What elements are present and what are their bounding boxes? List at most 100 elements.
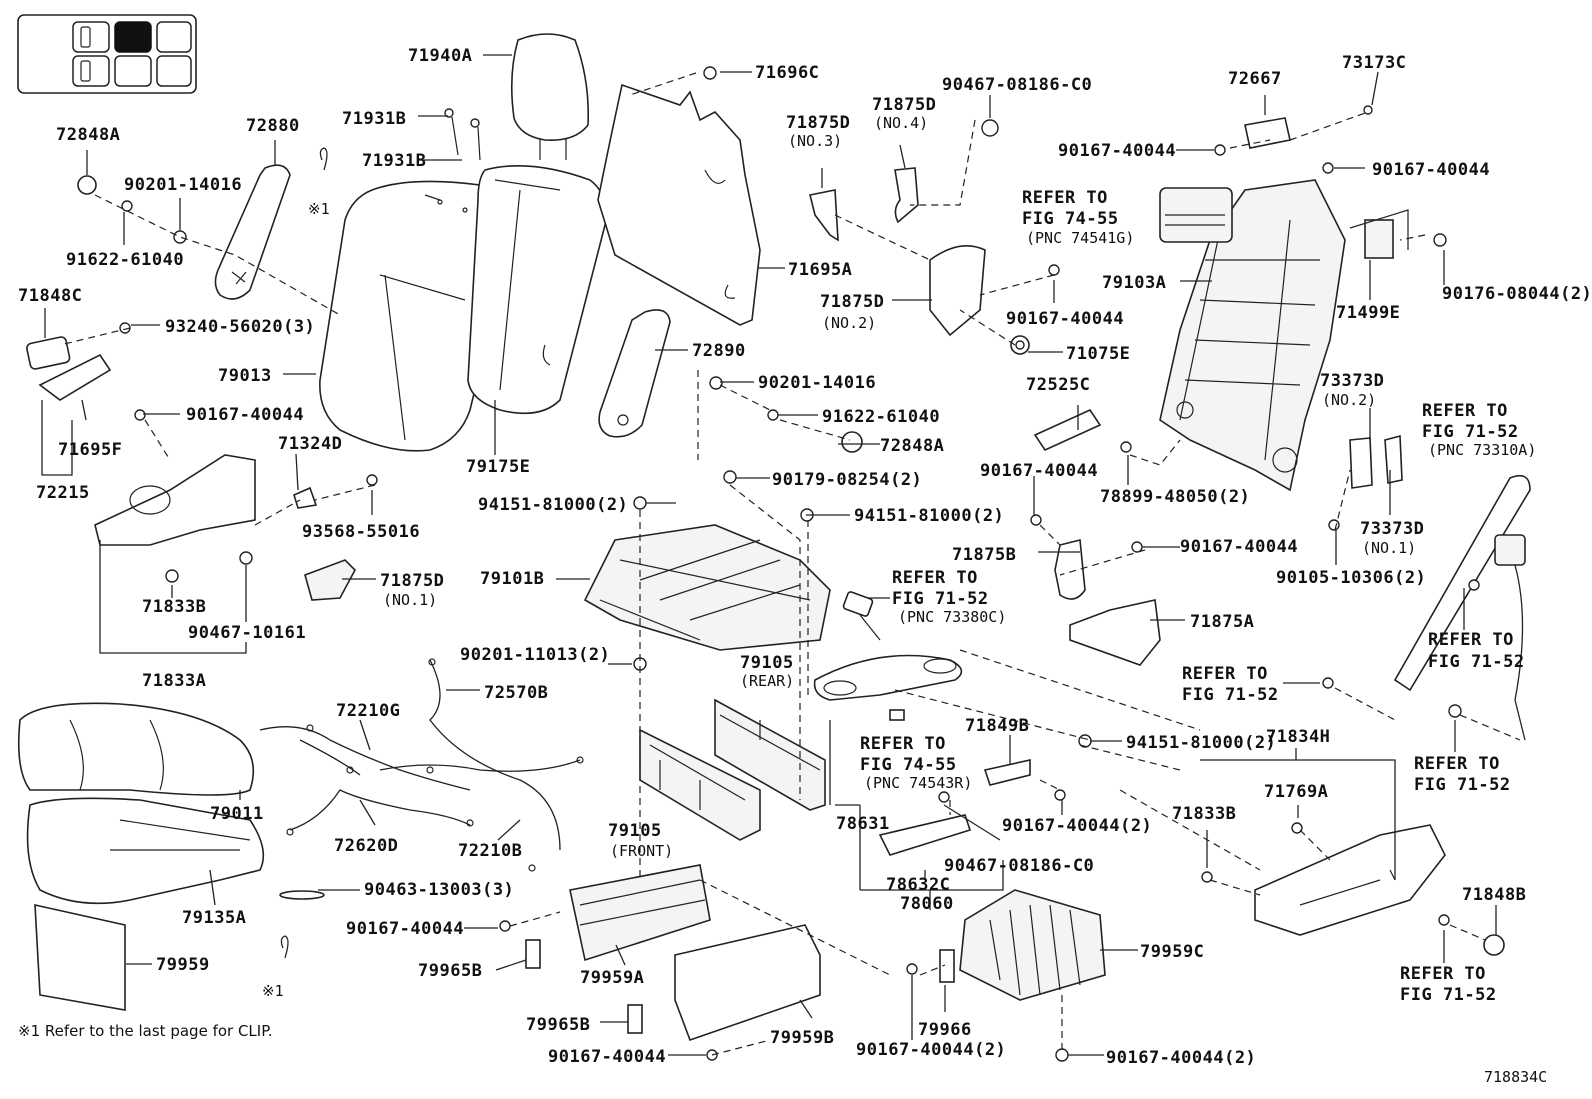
label-72570B[interactable]: 72570B bbox=[484, 683, 548, 703]
label-71075E[interactable]: 71075E bbox=[1066, 344, 1130, 364]
bracket-71875B-drawing[interactable] bbox=[1054, 538, 1086, 600]
label-79959[interactable]: 79959 bbox=[156, 955, 210, 975]
label-78632C[interactable]: 78632C bbox=[886, 875, 950, 895]
label-90467-10161[interactable]: 90467-10161 bbox=[188, 623, 306, 643]
label-73373D-no1[interactable]: 73373D bbox=[1360, 519, 1424, 539]
label-90167-40044-f[interactable]: 90167-40044 bbox=[1180, 537, 1298, 557]
lever-handle-drawing[interactable] bbox=[26, 336, 112, 401]
label-93568-55016[interactable]: 93568-55016 bbox=[302, 522, 420, 542]
label-79135A[interactable]: 79135A bbox=[182, 908, 246, 928]
label-90179-08254[interactable]: 90179-08254(2) bbox=[772, 470, 922, 490]
ref-7152-c-line2[interactable]: FIG 71-52 bbox=[1414, 775, 1511, 795]
label-90167-40044-e[interactable]: 90167-40044 bbox=[980, 461, 1098, 481]
label-90201-14016-mid[interactable]: 90201-14016 bbox=[758, 373, 876, 393]
headrest-drawing[interactable] bbox=[510, 33, 590, 160]
label-91622-61040-left[interactable]: 91622-61040 bbox=[66, 250, 184, 270]
label-72525C[interactable]: 72525C bbox=[1026, 375, 1090, 395]
label-71695A[interactable]: 71695A bbox=[788, 260, 852, 280]
label-72848A-left[interactable]: 72848A bbox=[56, 125, 120, 145]
seatback-frame-drawing[interactable] bbox=[1159, 179, 1346, 492]
label-79966[interactable]: 79966 bbox=[918, 1020, 972, 1040]
label-90167-40044-d[interactable]: 90167-40044 bbox=[186, 405, 304, 425]
label-71848C[interactable]: 71848C bbox=[18, 286, 82, 306]
armrest-left-drawing[interactable] bbox=[214, 164, 291, 300]
bracket-71875D-no2-drawing[interactable] bbox=[929, 244, 986, 337]
label-93240-56020[interactable]: 93240-56020(3) bbox=[165, 317, 315, 337]
label-71696C[interactable]: 71696C bbox=[755, 63, 819, 83]
ref-73310A-line2[interactable]: FIG 71-52 bbox=[1422, 422, 1519, 442]
label-79105-front[interactable]: 79105 bbox=[608, 821, 662, 841]
label-73173C[interactable]: 73173C bbox=[1342, 53, 1406, 73]
side-shield-right-drawing[interactable] bbox=[1254, 824, 1446, 936]
bracket-71875D-no4-drawing[interactable] bbox=[894, 167, 919, 224]
label-78899-48050[interactable]: 78899-48050(2) bbox=[1100, 487, 1250, 507]
label-71931B-a[interactable]: 71931B bbox=[342, 109, 406, 129]
label-79101B[interactable]: 79101B bbox=[480, 569, 544, 589]
ref-74541G-line2[interactable]: FIG 74-55 bbox=[1022, 209, 1119, 229]
label-79013[interactable]: 79013 bbox=[218, 366, 272, 386]
label-90167-40044-2-a[interactable]: 90167-40044(2) bbox=[1002, 816, 1152, 836]
label-79959A[interactable]: 79959A bbox=[580, 968, 644, 988]
seatback-cover-drawing[interactable] bbox=[319, 180, 516, 452]
label-90167-40044-a[interactable]: 90167-40044 bbox=[1058, 141, 1176, 161]
label-90167-40044-b[interactable]: 90167-40044 bbox=[1372, 160, 1490, 180]
label-72880[interactable]: 72880 bbox=[246, 116, 300, 136]
seat-track-front-drawing[interactable] bbox=[639, 728, 761, 841]
label-71931B-b[interactable]: 71931B bbox=[362, 151, 426, 171]
label-71875D-no1[interactable]: 71875D bbox=[380, 571, 444, 591]
label-71833A[interactable]: 71833A bbox=[142, 671, 206, 691]
label-90467-08186-C0-mid[interactable]: 90467-08186-C0 bbox=[944, 856, 1094, 876]
label-72210G[interactable]: 72210G bbox=[336, 701, 400, 721]
label-94151-81000-a[interactable]: 94151-81000(2) bbox=[478, 495, 628, 515]
label-73373D-no2[interactable]: 73373D bbox=[1320, 371, 1384, 391]
seat-cushion-pad-drawing[interactable] bbox=[26, 797, 265, 905]
label-72215[interactable]: 72215 bbox=[36, 483, 90, 503]
label-90167-40044-h[interactable]: 90167-40044 bbox=[548, 1047, 666, 1067]
bracket-71875A-drawing[interactable] bbox=[1069, 599, 1161, 666]
label-71875A[interactable]: 71875A bbox=[1190, 612, 1254, 632]
label-72890[interactable]: 72890 bbox=[692, 341, 746, 361]
label-72667[interactable]: 72667 bbox=[1228, 69, 1282, 89]
armrest-right-drawing[interactable] bbox=[598, 309, 671, 438]
wiring-harness-drawing[interactable] bbox=[259, 658, 584, 872]
side-shield-left-drawing[interactable] bbox=[94, 454, 256, 546]
label-94151-81000-b[interactable]: 94151-81000(2) bbox=[854, 506, 1004, 526]
label-90176-08044[interactable]: 90176-08044(2) bbox=[1442, 284, 1592, 304]
label-79175E[interactable]: 79175E bbox=[466, 457, 530, 477]
label-71875D-no2[interactable]: 71875D bbox=[820, 292, 884, 312]
ref-7152-d-line2[interactable]: FIG 71-52 bbox=[1400, 985, 1497, 1005]
nav-cell-front-right[interactable] bbox=[156, 21, 192, 53]
label-71875B[interactable]: 71875B bbox=[952, 545, 1016, 565]
nav-cell-rear-right[interactable] bbox=[156, 55, 192, 87]
label-71324D[interactable]: 71324D bbox=[278, 434, 342, 454]
label-79959B[interactable]: 79959B bbox=[770, 1028, 834, 1048]
recliner-drawing[interactable] bbox=[1349, 209, 1409, 259]
label-79959C[interactable]: 79959C bbox=[1140, 942, 1204, 962]
label-71833B-right[interactable]: 71833B bbox=[1172, 804, 1236, 824]
seatback-pad-drawing[interactable] bbox=[467, 164, 607, 415]
label-90105-10306[interactable]: 90105-10306(2) bbox=[1276, 568, 1426, 588]
label-71849B[interactable]: 71849B bbox=[965, 716, 1029, 736]
nav-cell-rear-center[interactable] bbox=[114, 55, 152, 87]
seat-cover-79959C-drawing[interactable] bbox=[959, 889, 1106, 1001]
label-91622-61040-mid[interactable]: 91622-61040 bbox=[822, 407, 940, 427]
seat-cover-79959-drawing[interactable] bbox=[34, 903, 126, 1011]
ref-7152-b-line2[interactable]: FIG 71-52 bbox=[1182, 685, 1279, 705]
label-71875D-no4[interactable]: 71875D bbox=[872, 95, 936, 115]
label-71833B-left[interactable]: 71833B bbox=[142, 597, 206, 617]
seat-cover-79959A-drawing[interactable] bbox=[569, 864, 711, 962]
label-90167-40044-2-c[interactable]: 90167-40044(2) bbox=[1106, 1048, 1256, 1068]
label-90201-14016-left[interactable]: 90201-14016 bbox=[124, 175, 242, 195]
label-71695F[interactable]: 71695F bbox=[58, 440, 122, 460]
label-71499E[interactable]: 71499E bbox=[1336, 303, 1400, 323]
back-board-drawing[interactable] bbox=[597, 83, 761, 326]
seat-belt-drawing[interactable] bbox=[1393, 474, 1531, 741]
label-78631[interactable]: 78631 bbox=[836, 814, 890, 834]
nav-cell-front-left[interactable] bbox=[72, 21, 110, 53]
label-72620D[interactable]: 72620D bbox=[334, 836, 398, 856]
nav-cell-front-center-selected[interactable] bbox=[114, 21, 152, 53]
ref-7152-a-line2[interactable]: FIG 71-52 bbox=[1428, 652, 1525, 672]
label-79965B-a[interactable]: 79965B bbox=[418, 961, 482, 981]
label-79011[interactable]: 79011 bbox=[210, 804, 264, 824]
label-90167-40044-g[interactable]: 90167-40044 bbox=[346, 919, 464, 939]
